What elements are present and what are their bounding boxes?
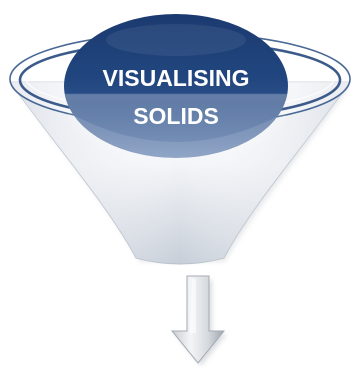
down-arrow-shape <box>170 275 226 364</box>
label-oval-gloss <box>64 14 288 158</box>
down-arrow-highlight <box>190 279 196 333</box>
label-line-2: SOLIDS <box>133 103 219 129</box>
label-oval: VISUALISING SOLIDS <box>64 14 288 158</box>
label-line-1: VISUALISING <box>103 65 250 91</box>
label-oval-top-shine <box>106 24 246 56</box>
down-arrow-icon <box>170 275 227 366</box>
funnel-front-reflection <box>68 112 286 160</box>
